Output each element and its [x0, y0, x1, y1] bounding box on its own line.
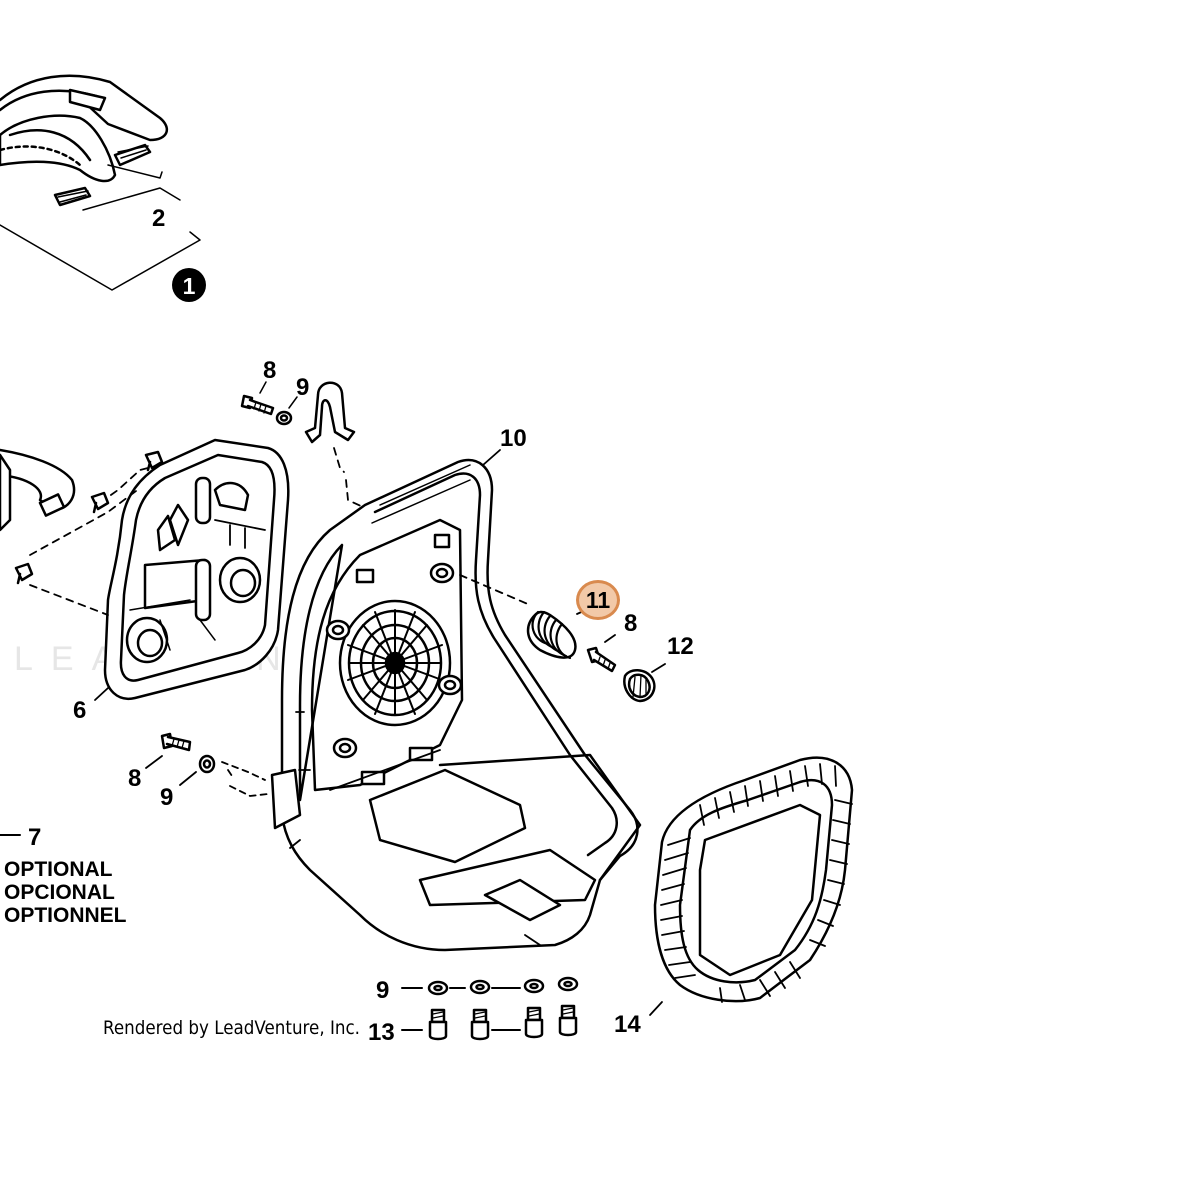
callout-8-right: 8 [624, 610, 637, 637]
callout-9-top: 9 [296, 374, 309, 401]
callout-8-top: 8 [263, 357, 276, 384]
back-plate [14, 438, 290, 701]
callout-2: 2 [152, 205, 165, 232]
spring-screw-cap [526, 607, 666, 703]
callout-1: 1 [183, 273, 196, 299]
optional-es: OPCIONAL [4, 881, 115, 904]
callout-7: 7 [28, 824, 41, 851]
callout-11-highlighted[interactable]: 11 [576, 580, 620, 620]
callout-14: 14 [614, 1011, 641, 1038]
callout-8-left: 8 [128, 765, 141, 792]
shoulder-strap-assembly [0, 74, 201, 291]
left-screw-washer [145, 732, 269, 797]
callout-9-left: 9 [160, 784, 173, 811]
vent-frame [649, 756, 854, 1016]
render-credit: Rendered by LeadVenture, Inc. [103, 1017, 361, 1039]
bottom-washers-screws [401, 976, 579, 1041]
callout-10: 10 [500, 425, 527, 452]
callout-12: 12 [667, 633, 694, 660]
callout-9-bottom: 9 [376, 977, 389, 1004]
optional-en: OPTIONAL [4, 858, 113, 881]
top-screw-washer-bracket [240, 381, 366, 509]
main-back-frame [270, 449, 642, 952]
callout-13: 13 [368, 1019, 395, 1046]
optional-back-pad [0, 448, 76, 836]
callout-6: 6 [73, 697, 86, 724]
optional-note: OPTIONAL OPCIONAL OPTIONNEL [4, 858, 127, 927]
callout-1-badge [172, 268, 206, 302]
optional-fr: OPTIONNEL [4, 904, 127, 927]
